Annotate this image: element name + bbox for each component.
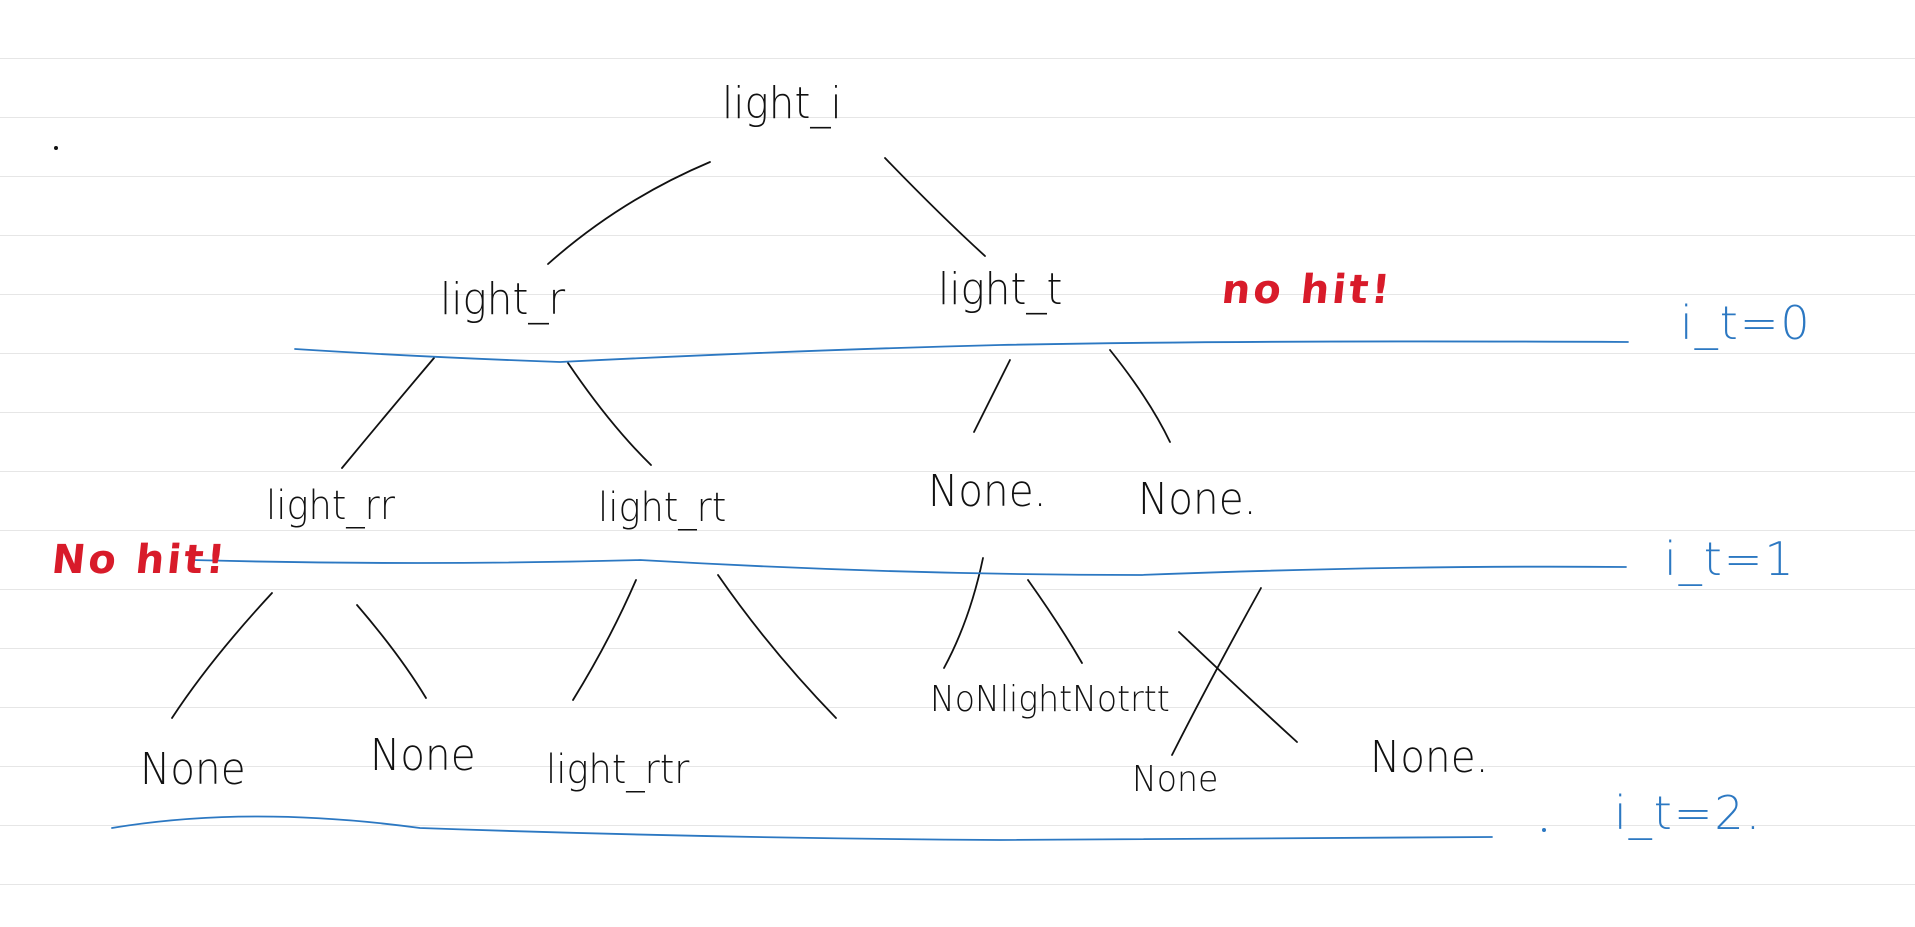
node-light-rr: light_rr	[266, 483, 395, 529]
depth-label-0: i_t=0	[1680, 296, 1812, 350]
depth-label-1: i_t=1	[1664, 532, 1796, 586]
stray-dot-left	[54, 146, 58, 150]
node-none-rr-right: None	[370, 730, 476, 781]
depth-line-1	[191, 559, 1627, 576]
annotation-no-hit-top: no hit!	[1219, 267, 1395, 313]
depth-label-2: i_t=2.	[1614, 786, 1763, 840]
node-none-t-left: None.	[928, 466, 1047, 517]
node-none-rr-left: None	[140, 744, 246, 795]
node-light-r: light_r	[440, 274, 566, 325]
depth-line-2	[111, 815, 1493, 841]
node-none-t-right: None.	[1138, 474, 1257, 525]
node-light-rt: light_rt	[598, 485, 727, 531]
edge-none-to-left-child	[943, 557, 984, 669]
node-light-rtr: light_rtr	[546, 747, 690, 793]
node-light-t: light_t	[938, 264, 1063, 315]
edge-light-r-to-light-rt	[567, 362, 652, 466]
cross-stroke-2	[1178, 631, 1298, 743]
node-none-far-right: None.	[1370, 732, 1489, 783]
node-overlapping-scribble: NoNlightNotrtt	[930, 679, 1170, 720]
edge-light-r-to-light-rr	[341, 357, 435, 469]
edge-light-rr-to-none-right	[356, 604, 427, 699]
depth-line-0	[294, 340, 1629, 363]
edge-light-rr-to-none-left	[171, 592, 273, 719]
edge-root-to-light-r	[547, 161, 711, 265]
edge-light-rt-to-light-rtr	[572, 579, 637, 701]
node-light-i: light_i	[722, 78, 842, 129]
edge-light-t-to-none-right	[1109, 349, 1171, 443]
cross-stroke-1	[1171, 587, 1262, 756]
edge-root-to-light-t	[884, 157, 986, 257]
node-none-crossed: None	[1132, 759, 1219, 800]
edge-light-rt-right	[717, 574, 837, 719]
annotation-no-hit-left: No hit!	[49, 537, 230, 583]
edge-none-to-right-child	[1027, 579, 1083, 664]
stray-dot-bottom	[1542, 828, 1546, 832]
edge-light-t-to-none-left	[973, 359, 1011, 433]
